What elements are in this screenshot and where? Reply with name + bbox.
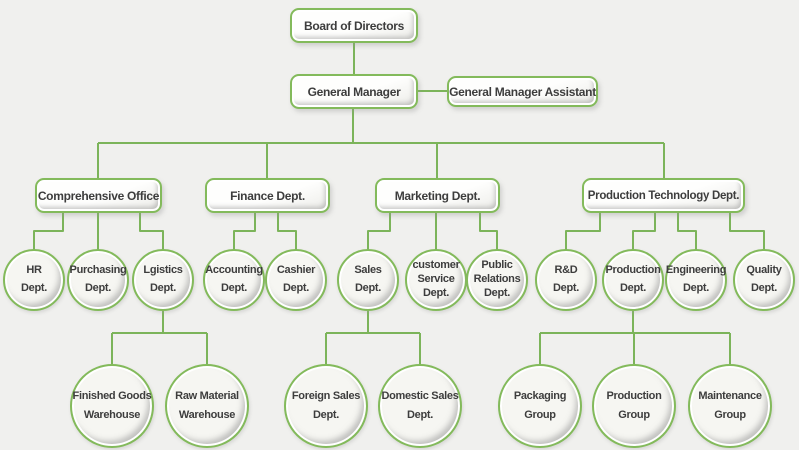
node-purchasing-dept[interactable]: Purchasing Dept. [67,249,129,311]
edge-lgistics [139,213,164,250]
node-engineering-dept[interactable]: Engineering Dept. [665,249,727,311]
node-production-technology-dept[interactable]: Production Technology Dept. [582,178,745,213]
node-production-group[interactable]: Production Group [592,364,676,448]
node-general-manager[interactable]: General Manager [290,74,418,109]
node-cashier-dept[interactable]: Cashier Dept. [265,249,327,311]
edge-accounting [233,213,256,250]
node-finished-goods-warehouse[interactable]: Finished Goods Warehouse [70,364,154,448]
node-quality-dept[interactable]: Quality Dept. [733,249,795,311]
edge-rd [565,213,601,250]
node-maintenance-group[interactable]: Maintenance Group [688,364,772,448]
node-packaging-group[interactable]: Packaging Group [498,364,582,448]
node-public-relations-dept[interactable]: Public Relations Dept. [466,249,528,311]
node-accounting-dept[interactable]: Accounting Dept. [203,249,265,311]
node-production-dept[interactable]: Production Dept. [602,249,664,311]
node-finance-dept[interactable]: Finance Dept. [205,178,330,213]
node-hr-dept[interactable]: HR Dept. [3,249,65,311]
edge-cashier [277,213,297,250]
node-domestic-sales-dept[interactable]: Domestic Sales Dept. [378,364,462,448]
node-sales-dept[interactable]: Sales Dept. [337,249,399,311]
node-rd-dept[interactable]: R&D Dept. [535,249,597,311]
edge-sales [367,213,391,250]
edge-engineering [677,213,697,250]
node-lgistics-dept[interactable]: Lgistics Dept. [132,249,194,311]
node-foreign-sales-dept[interactable]: Foreign Sales Dept. [284,364,368,448]
edge-public-relations [479,213,498,250]
edge-hr [33,213,64,250]
node-raw-material-warehouse[interactable]: Raw Material Warehouse [165,364,249,448]
node-board-of-directors[interactable]: Board of Directors [290,8,418,43]
node-marketing-dept[interactable]: Marketing Dept. [375,178,500,213]
node-comprehensive-office[interactable]: Comprehensive Office [35,178,162,213]
edge-production [632,213,656,250]
edge-quality [729,213,765,250]
node-customer-service-dept[interactable]: customer Service Dept. [405,249,467,311]
node-general-manager-assistant[interactable]: General Manager Assistant [447,76,598,107]
